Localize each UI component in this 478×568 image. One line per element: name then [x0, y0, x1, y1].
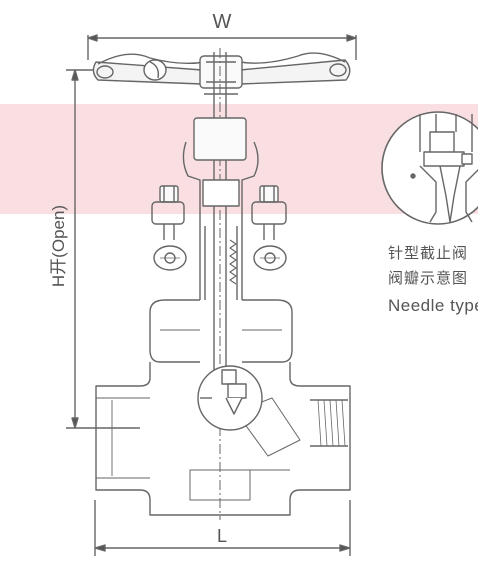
- height-label: H开(Open): [49, 205, 68, 287]
- left-bolt: [151, 185, 187, 271]
- length-dimension: [94, 500, 351, 556]
- right-bolt: [251, 185, 287, 271]
- detail-caption-zh-2: 阀瓣示意图: [388, 269, 469, 287]
- seat-detail-circle: [197, 365, 263, 431]
- handwheel: [92, 52, 351, 89]
- needle-detail: [381, 111, 478, 225]
- height-dimension: [66, 69, 150, 429]
- valve-body: [95, 362, 351, 516]
- detail-caption-en: Needle type: [388, 296, 478, 315]
- length-label: L: [217, 526, 227, 546]
- detail-caption-zh-1: 针型截止阀: [388, 244, 469, 262]
- width-dimension: [87, 34, 357, 60]
- yoke: [182, 117, 259, 300]
- bonnet: [149, 299, 293, 363]
- width-label: W: [213, 11, 232, 33]
